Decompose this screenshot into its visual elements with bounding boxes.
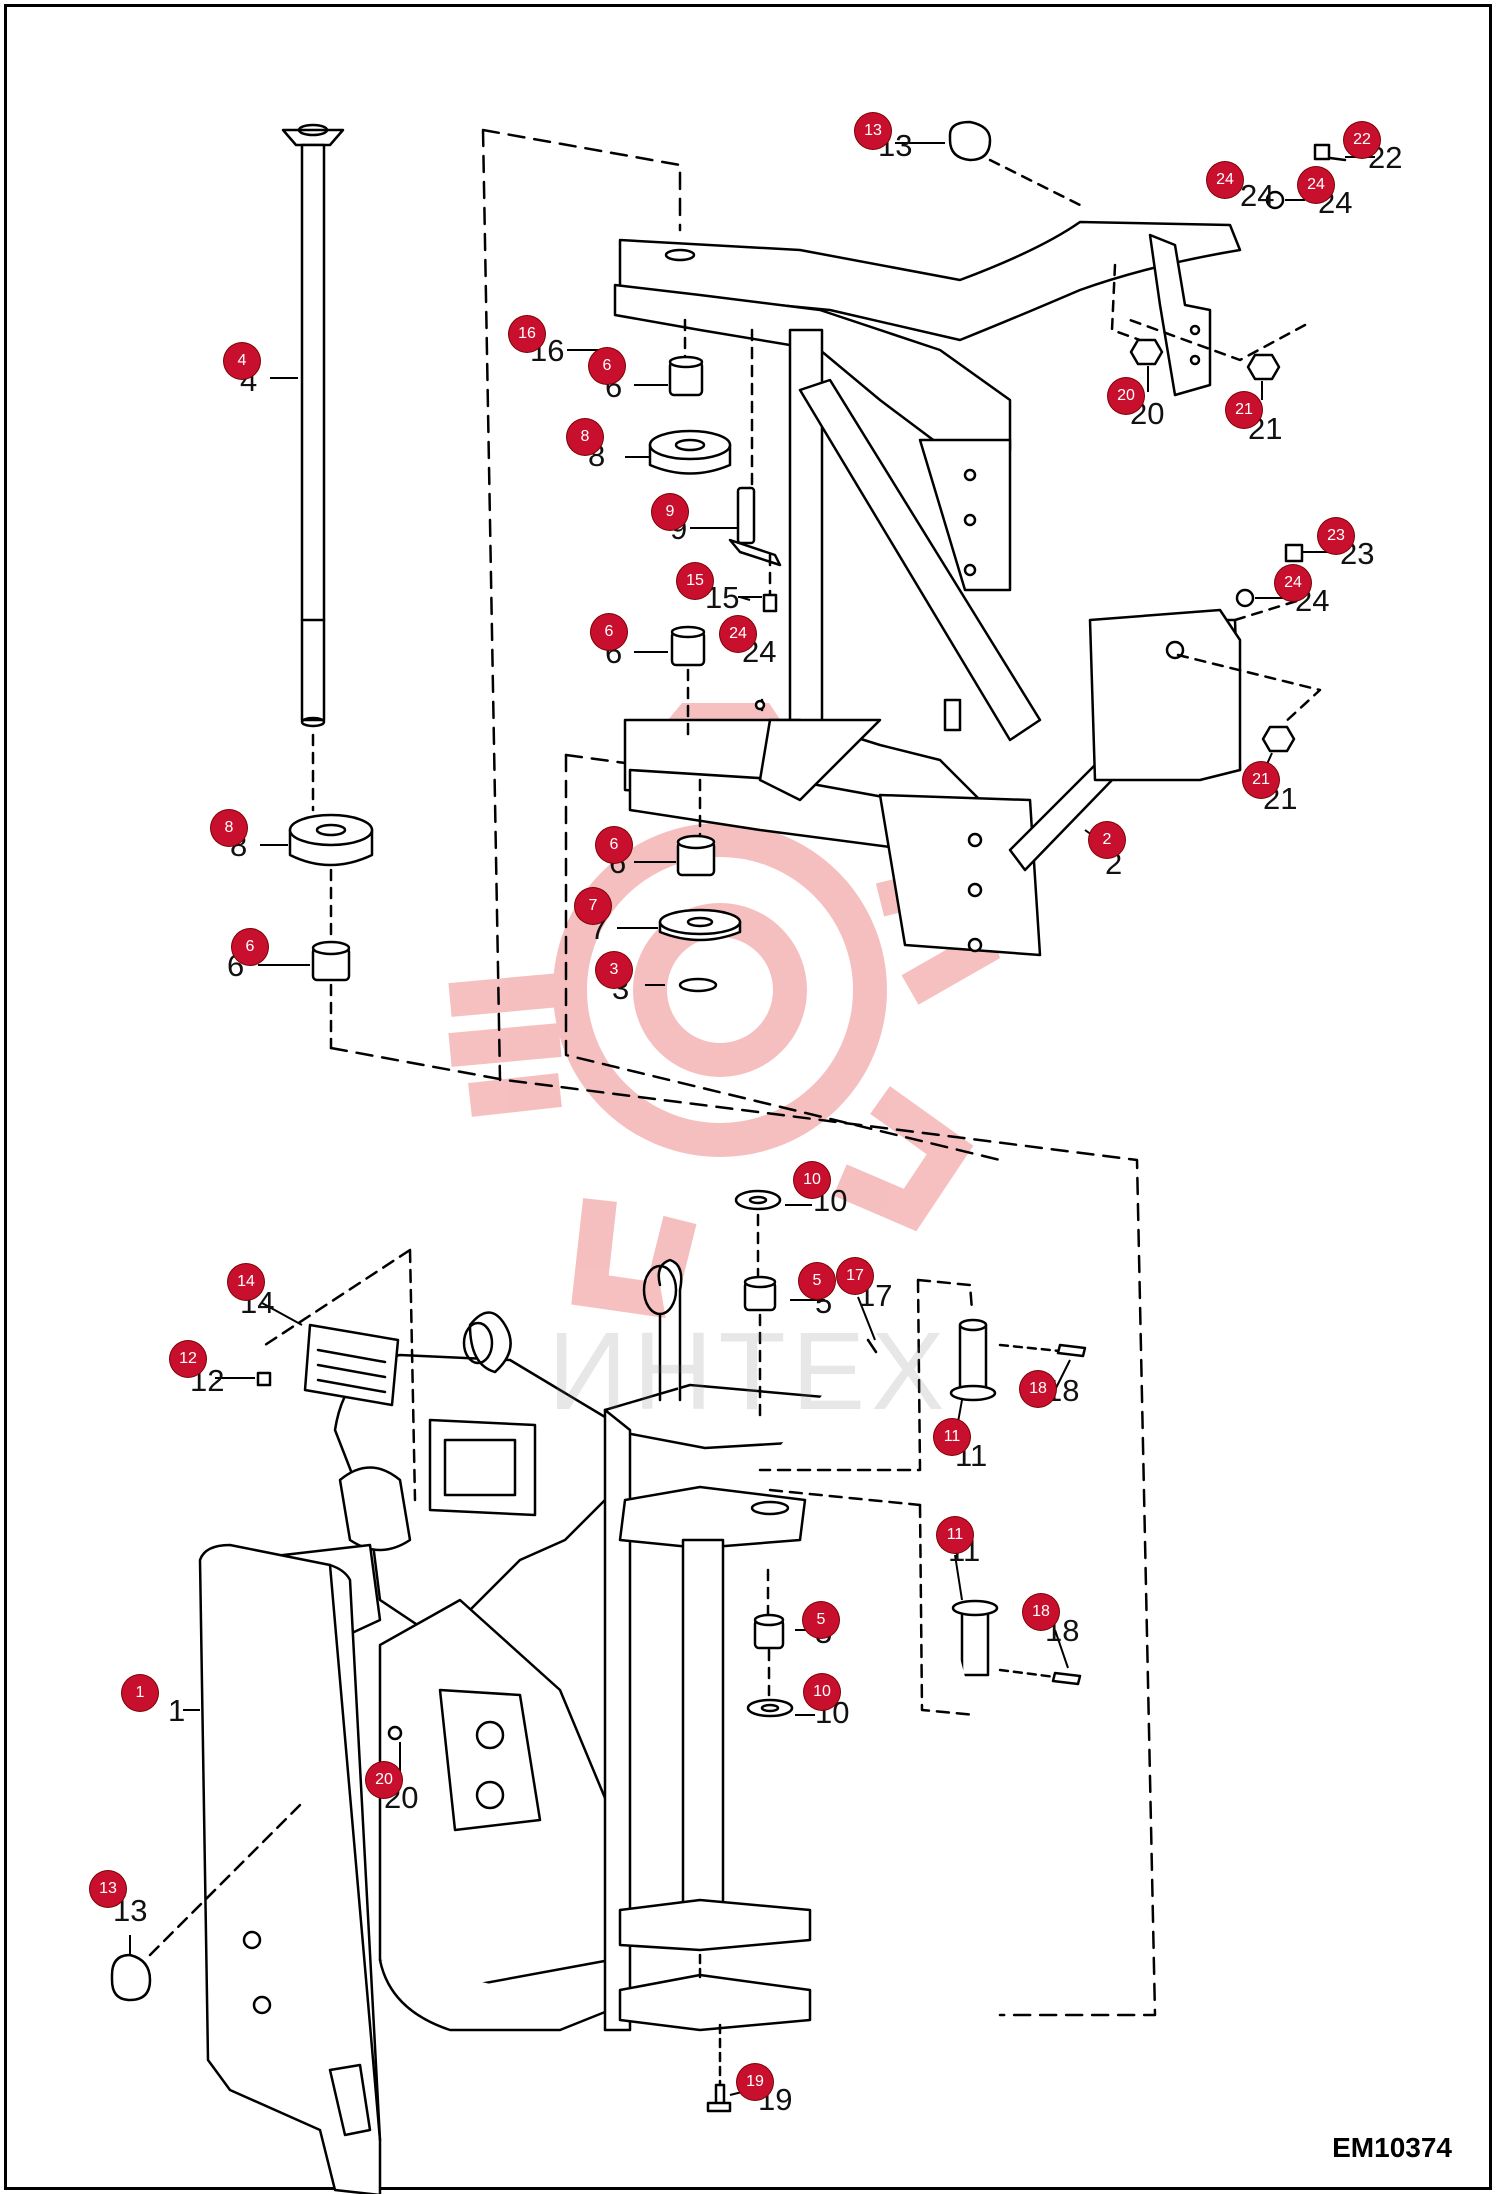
callout-number: 1 [168,1693,186,1728]
bolt-19 [706,2023,732,2113]
callout-badge[interactable]: 23 [1318,518,1354,554]
screw-12 [256,1371,272,1387]
callout-badge[interactable]: 24 [1298,167,1334,203]
spacer-left [288,813,374,937]
callout-badge[interactable]: 17 [837,1258,873,1294]
callout-badge[interactable]: 22 [1344,122,1380,158]
bushing-left [311,940,351,1050]
long-pin [281,123,345,812]
callout-badge[interactable]: 10 [804,1674,840,1710]
screw-17 [866,1338,878,1354]
bushing-upper-c [676,778,716,877]
callout-leaders [129,142,1375,2096]
callout-badge[interactable]: 21 [1226,392,1262,428]
callout-badge[interactable]: 5 [799,1263,835,1299]
diagram-frame [4,4,1492,2190]
data-plate [303,1323,400,1407]
bushing-5-bottom [746,1568,794,1718]
callout-badge[interactable]: 10 [794,1162,830,1198]
pin-11-upper [758,1278,1087,1472]
callout-badge[interactable]: 1 [122,1675,158,1711]
callout-badge[interactable]: 13 [855,113,891,149]
callout-badge[interactable]: 8 [211,810,247,846]
callout-badge[interactable]: 24 [1275,565,1311,601]
data-plate-leader [263,1248,417,1502]
callout-badge[interactable]: 8 [567,419,603,455]
callout-badge[interactable]: 24 [1207,162,1243,198]
clip-pin [728,328,782,613]
callout-badge[interactable]: 14 [228,1264,264,1300]
callout-badge[interactable]: 16 [509,316,545,352]
bushing-upper-b [670,625,764,737]
callout-badge[interactable]: 3 [596,952,632,988]
nut-21-top [1246,353,1281,381]
callout-badge[interactable]: 15 [677,563,713,599]
callout-badge[interactable]: 7 [575,888,611,924]
washer-upper [658,908,742,993]
callout-badge[interactable]: 6 [596,827,632,863]
bushing-5-top [743,1275,777,1417]
callout-badge[interactable]: 6 [589,348,625,384]
callout-number: 24 [1240,178,1275,213]
callout-badge[interactable]: 13 [90,1871,126,1907]
washer-10-top [734,1189,782,1277]
nut-20-top [1129,338,1164,366]
bushing-upper-a [668,318,704,397]
watermark-text: ИНТЕХ [548,1310,951,1433]
callout-badge[interactable]: 24 [720,616,756,652]
figure-code: EM10374 [1332,2132,1452,2163]
cap-13-top [948,120,1082,207]
eyebolt-b [462,1321,494,1365]
callout-badge[interactable]: 19 [737,2064,773,2100]
callout-badge[interactable]: 11 [937,1517,973,1553]
nut-21-right [1261,725,1296,753]
callout-badge[interactable]: 9 [652,494,688,530]
bolt-22 [1313,143,1347,162]
callout-badge[interactable]: 4 [224,343,260,379]
washer-24-a [1265,190,1285,210]
pin-11-lower [768,1488,1082,1717]
callout-badge[interactable]: 11 [934,1419,970,1455]
callout-badge[interactable]: 5 [803,1602,839,1638]
callout-badge[interactable]: 20 [366,1762,402,1798]
bolt-23 [1284,543,1304,563]
callout-badge[interactable]: 2 [1089,822,1125,858]
callout-badge[interactable]: 6 [232,929,268,965]
callout-badge[interactable]: 20 [1108,378,1144,414]
cap-13-left [110,1798,307,2002]
main-frame [198,1311,612,2194]
washer-24-b [1235,588,1255,608]
callout-badge[interactable]: 21 [1243,762,1279,798]
callout-badge[interactable]: 6 [591,614,627,650]
spacer-upper [648,429,732,475]
callout-badge[interactable]: 18 [1020,1371,1056,1407]
eyebolt-a [642,1264,678,1402]
callout-badge[interactable]: 12 [170,1341,206,1377]
upper-arm [613,220,1242,957]
washer-24-d [754,699,766,711]
callout-badge[interactable]: 18 [1023,1594,1059,1630]
